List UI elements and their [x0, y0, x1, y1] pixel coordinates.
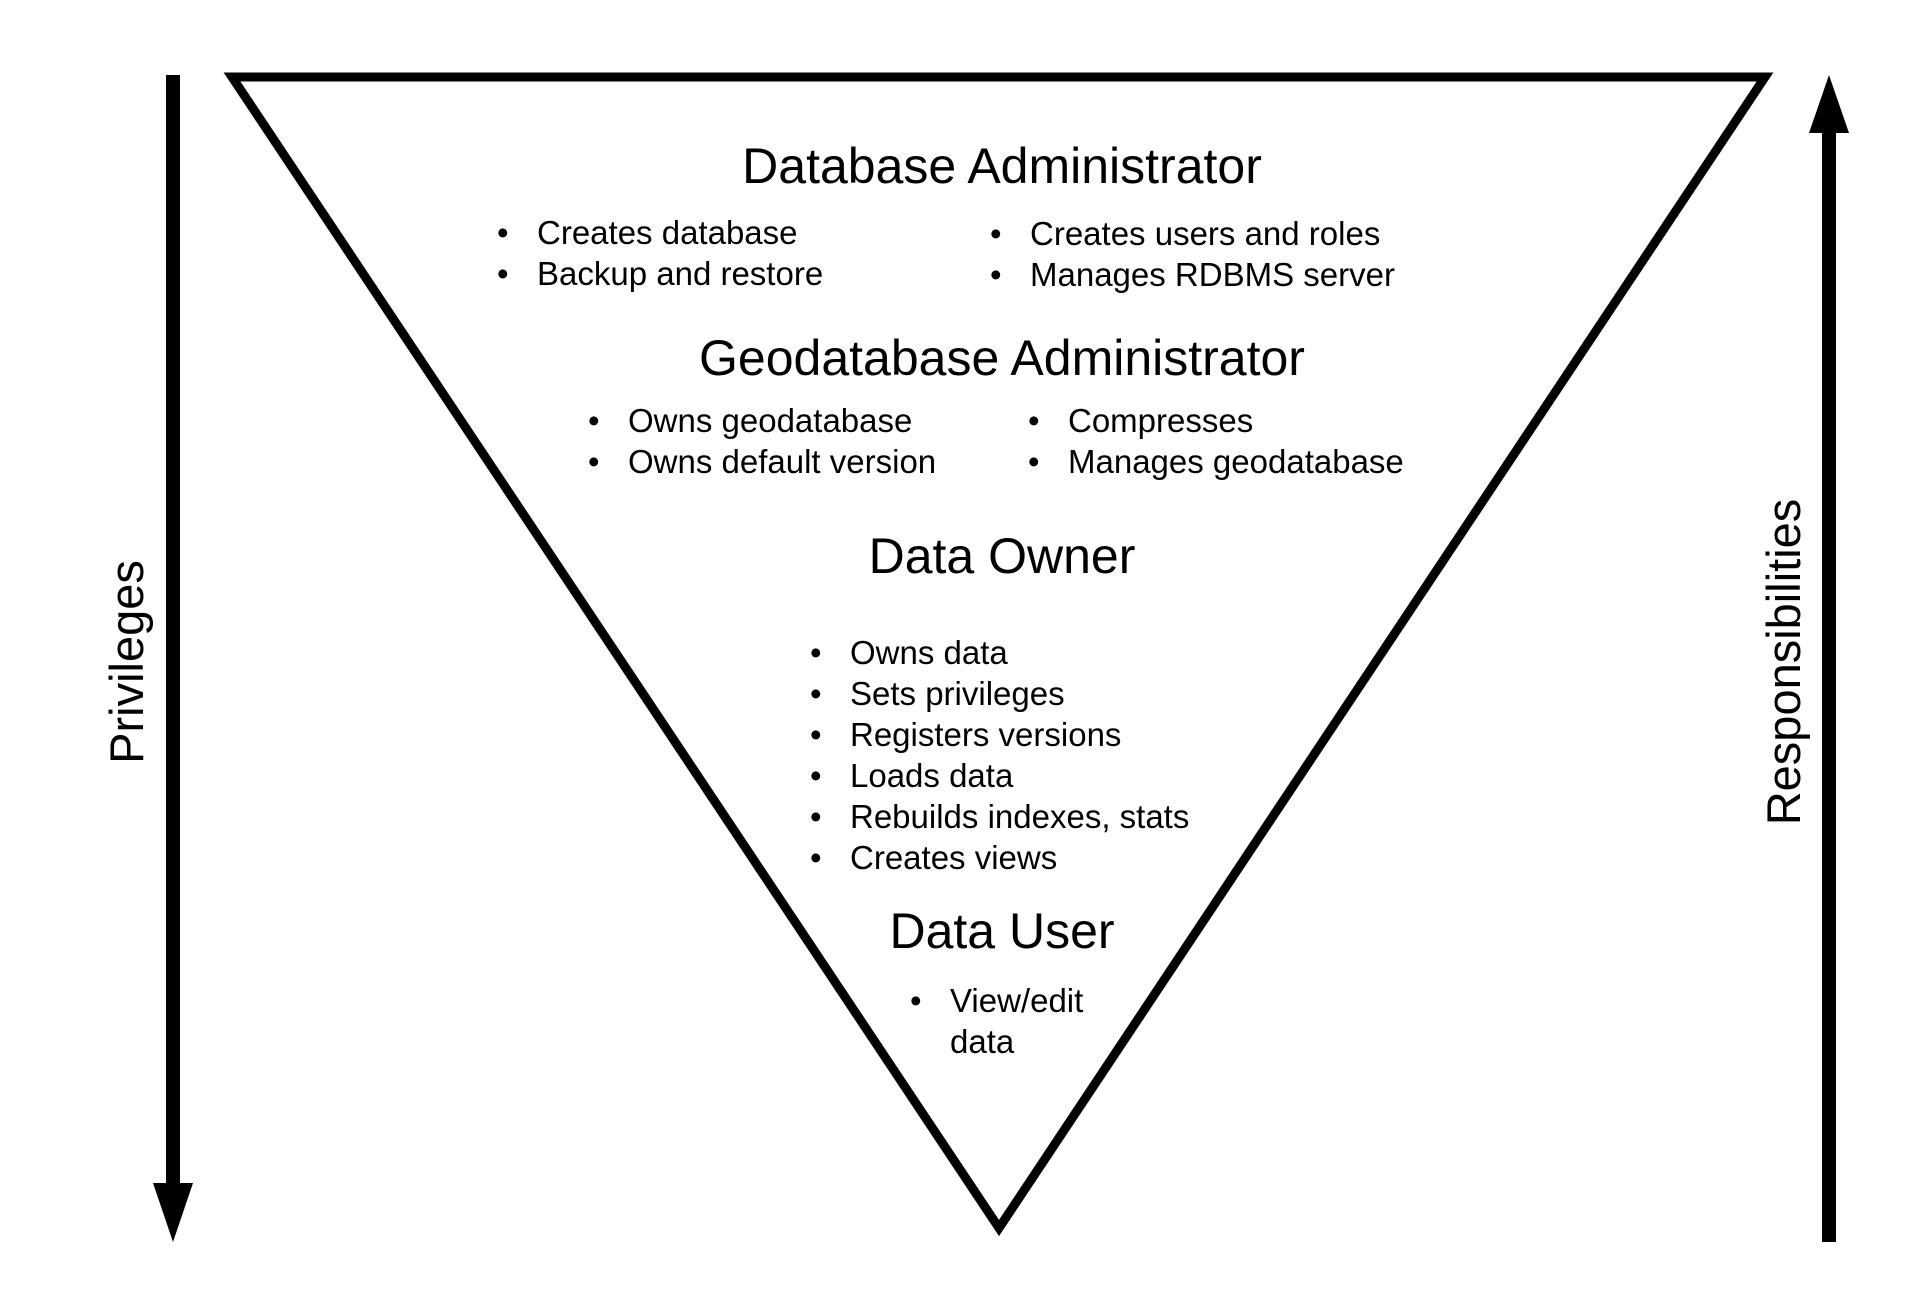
list-item: Owns data [810, 632, 1189, 673]
list-item: Creates users and roles [990, 213, 1395, 254]
list-item: Owns default version [588, 441, 936, 482]
list-item: Creates database [497, 212, 823, 253]
tier-title-database-administrator: Database Administrator [742, 138, 1262, 194]
inverted-triangle [223, 72, 1774, 1237]
list-item: Manages RDBMS server [990, 254, 1395, 295]
list-item: Registers versions [810, 714, 1189, 755]
privileges-label: Privileges [100, 560, 153, 764]
tier-title-data-owner: Data Owner [868, 528, 1136, 584]
tier-title-data-user: Data User [889, 903, 1115, 959]
responsibilities-arrow [1809, 75, 1849, 1242]
list-item: Loads data [810, 755, 1189, 796]
list-item: View/edit data [910, 980, 1130, 1062]
list-item: Manages geodatabase [1028, 441, 1404, 482]
list-item: Backup and restore [497, 253, 823, 294]
list-item: Compresses [1028, 400, 1404, 441]
database-admin-duties-right: Creates users and roles Manages RDBMS se… [990, 213, 1395, 295]
list-item: Rebuilds indexes, stats [810, 796, 1189, 837]
privileges-arrow [153, 75, 193, 1242]
responsibilities-label: Responsibilities [1757, 498, 1810, 826]
list-item: Owns geodatabase [588, 400, 936, 441]
database-admin-duties-left: Creates database Backup and restore [497, 212, 823, 294]
geodatabase-admin-duties-left: Owns geodatabase Owns default version [588, 400, 936, 482]
tier-title-geodatabase-administrator: Geodatabase Administrator [699, 330, 1305, 386]
data-user-duties: View/edit data [910, 980, 1130, 1062]
geodatabase-admin-duties-right: Compresses Manages geodatabase [1028, 400, 1404, 482]
list-item: Sets privileges [810, 673, 1189, 714]
list-item: Creates views [810, 837, 1189, 878]
data-owner-duties: Owns data Sets privileges Registers vers… [810, 632, 1189, 878]
